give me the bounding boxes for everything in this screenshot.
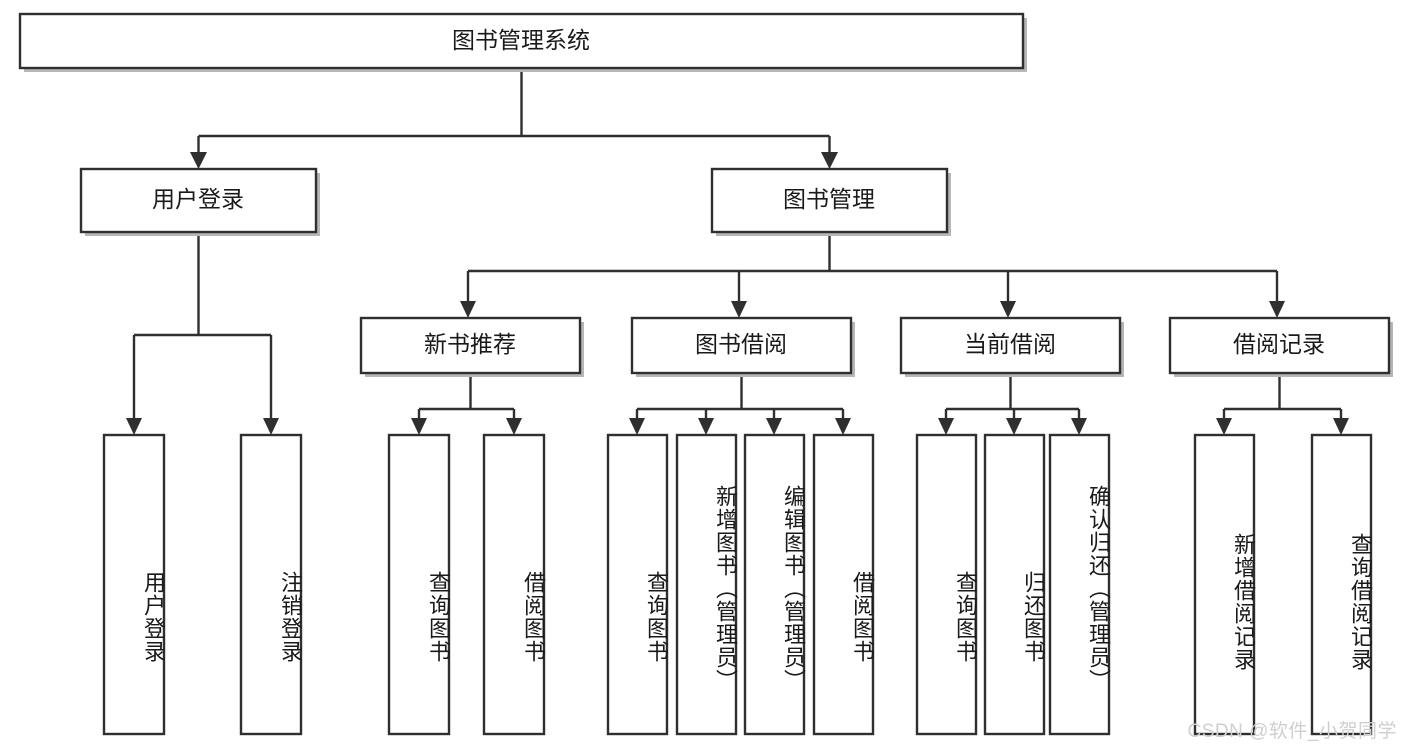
node-book-borrow[interactable]: 图书借阅 — [630, 316, 855, 377]
node-borrow-record[interactable]: 借阅记录 — [1168, 316, 1393, 377]
node-new-book-recommend-box — [359, 316, 582, 375]
leaf-query-book-2-box[interactable] — [606, 433, 669, 736]
leaf-add-record-box[interactable] — [1193, 433, 1256, 736]
arrowhead-leaf-borrow-book-2 — [835, 418, 851, 435]
arrowhead-leaf-user-login — [126, 418, 142, 435]
leaf-borrow-book-1-box[interactable] — [482, 433, 546, 736]
arrowhead-leaf-return-book — [1006, 418, 1022, 435]
node-book-manage[interactable]: 图书管理 — [710, 167, 951, 236]
connector-layer — [126, 68, 1349, 435]
leaf-return-book-box[interactable] — [983, 433, 1046, 736]
node-book-manage-box — [710, 167, 949, 234]
leaf-logout-box[interactable] — [239, 433, 303, 736]
arrowhead-borrow-record — [1269, 301, 1285, 318]
arrowhead-leaf-query-book-1 — [411, 418, 427, 435]
arrowhead-book-borrow — [731, 301, 747, 318]
node-root-box — [18, 12, 1025, 70]
leaf-user-login-box[interactable] — [102, 433, 166, 736]
arrowhead-leaf-confirm-return — [1071, 418, 1087, 435]
leaf-edit-book-box[interactable] — [743, 433, 806, 736]
node-book-borrow-label: 图书借阅 — [695, 331, 787, 357]
node-book-manage-label: 图书管理 — [783, 186, 875, 212]
arrowhead-leaf-query-record — [1333, 418, 1349, 435]
arrowhead-new-book-recommend — [460, 301, 476, 318]
leaf-query-record-box[interactable] — [1310, 433, 1373, 736]
node-new-book-recommend-label: 新书推荐 — [424, 331, 516, 357]
node-root[interactable]: 图书管理系统 — [18, 12, 1027, 72]
leaf-add-book-box[interactable] — [675, 433, 738, 736]
arrowhead-leaf-borrow-book-1 — [506, 418, 522, 435]
arrowhead-leaf-add-book — [698, 418, 714, 435]
arrowhead-leaf-query-book-2 — [629, 418, 645, 435]
node-current-borrow-label: 当前借阅 — [964, 331, 1056, 357]
node-borrow-record-label: 借阅记录 — [1233, 331, 1325, 357]
leaf-layer — [102, 433, 1373, 736]
csdn-watermark: CSDN @软件_小贺同学 — [1187, 721, 1397, 742]
node-user-login[interactable]: 用户登录 — [79, 167, 320, 236]
node-root-label: 图书管理系统 — [452, 27, 590, 53]
node-borrow-record-box — [1168, 316, 1391, 375]
node-user-login-box — [79, 167, 318, 234]
arrowhead-user-login — [190, 152, 207, 169]
node-book-borrow-box — [630, 316, 853, 375]
node-current-borrow-box — [899, 316, 1122, 375]
leaf-confirm-return-box[interactable] — [1048, 433, 1111, 736]
arrowhead-leaf-add-record — [1216, 418, 1232, 435]
node-current-borrow[interactable]: 当前借阅 — [899, 316, 1124, 377]
arrowhead-leaf-logout — [263, 418, 279, 435]
arrowhead-leaf-edit-book — [766, 418, 782, 435]
node-user-login-label: 用户登录 — [152, 186, 244, 212]
leaf-query-book-1-box[interactable] — [387, 433, 451, 736]
arrowhead-book-manage — [821, 152, 838, 169]
leaf-query-book-3-box[interactable] — [915, 433, 978, 736]
arrowhead-leaf-query-book-3 — [938, 418, 954, 435]
node-new-book-recommend[interactable]: 新书推荐 — [359, 316, 584, 377]
arrowhead-current-borrow — [1000, 301, 1016, 318]
leaf-borrow-book-2-box[interactable] — [812, 433, 875, 736]
node-layer: 图书管理系统 用户登录 图书管理 新书推荐 图书 — [18, 12, 1393, 736]
